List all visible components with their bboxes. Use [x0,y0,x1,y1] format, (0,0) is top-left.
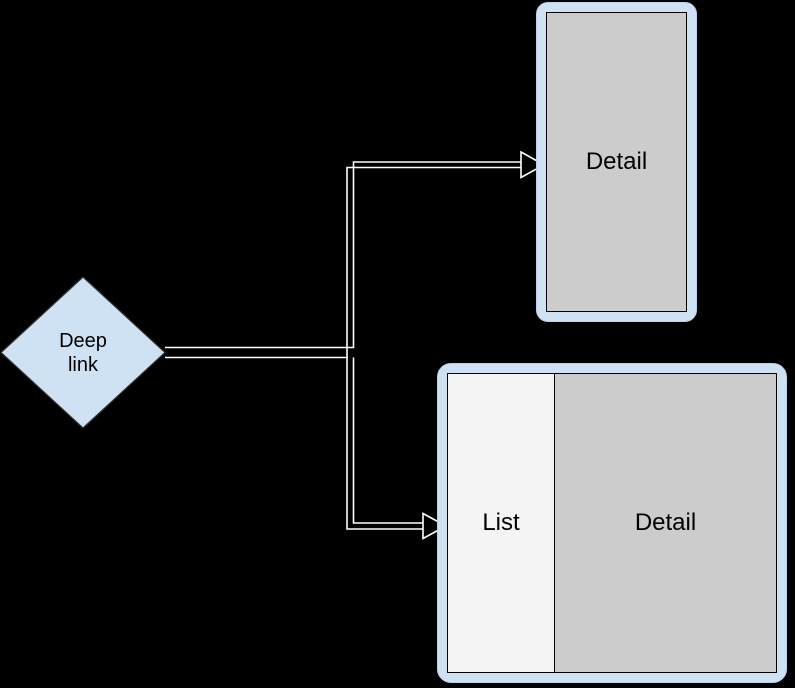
node-deep-link[interactable]: Deep link [0,276,166,429]
edge-trunk-outline [165,161,521,349]
tablet-list-pane-label: List [482,509,520,536]
node-phone-detail[interactable]: Detail [536,2,697,322]
edge-trunk-outline-2 [165,166,521,359]
diamond-shape [0,276,166,429]
edge-branch-lower-outline [346,357,423,530]
phone-detail-pane[interactable]: Detail [546,12,687,312]
tablet-detail-pane[interactable]: Detail [555,374,776,672]
tablet-screen: List Detail [447,373,777,673]
phone-detail-pane-label: Detail [585,148,648,175]
tablet-list-pane[interactable]: List [448,374,555,672]
edge-branch-lower-outline-2 [352,357,423,524]
node-tablet-list-detail[interactable]: List Detail [437,363,787,683]
tablet-detail-pane-label: Detail [634,509,697,536]
